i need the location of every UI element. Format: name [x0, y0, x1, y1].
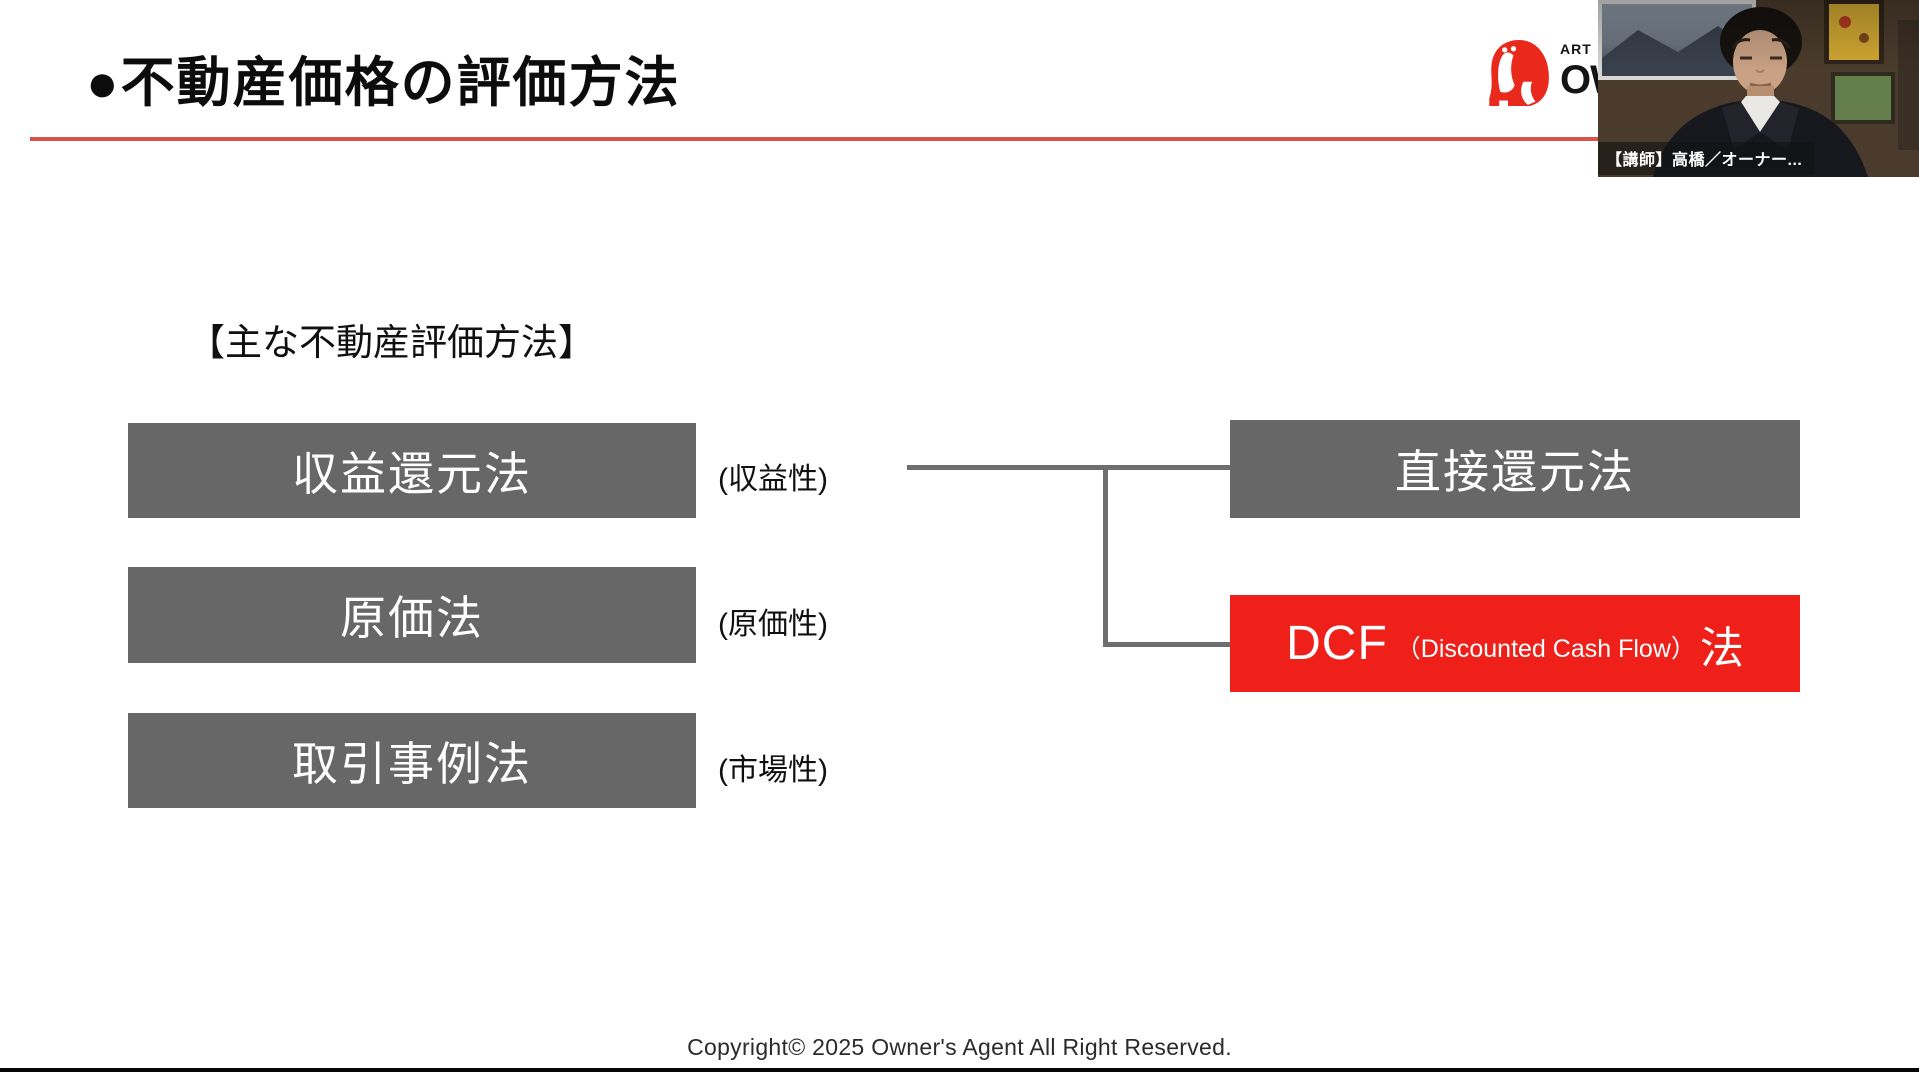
result-box-direct-capitalization: 直接還元法 — [1230, 420, 1800, 518]
method-note-cost: (原価性) — [718, 608, 828, 641]
webcam-video-frame — [1598, 0, 1919, 177]
title-underline — [30, 137, 1598, 141]
dcf-label-main: DCF — [1286, 617, 1388, 670]
method-note-income: (収益性) — [718, 463, 828, 496]
section-subtitle: 【主な不動産評価方法】 — [188, 322, 595, 363]
connector-line-vertical — [1103, 465, 1108, 647]
footer-copyright: Copyright© 2025 Owner's Agent All Right … — [687, 1034, 1232, 1060]
logo-text: ART OW — [1560, 34, 1598, 100]
logo-text-bottom: OW — [1560, 58, 1598, 102]
webcam-overlay[interactable]: 【講師】高橋／オーナー... — [1598, 0, 1919, 177]
method-note-transaction: (市場性) — [718, 754, 828, 787]
gorilla-icon — [1489, 40, 1549, 106]
method-box-income: 収益還元法 — [128, 423, 696, 518]
page-title: ●不動産価格の評価方法 — [86, 53, 681, 113]
brand-logo: ART OW — [1486, 34, 1598, 118]
webcam-speaker-label: 【講師】高橋／オーナー... — [1598, 142, 1815, 175]
dcf-label-sub: （Discounted Cash Flow） — [1395, 634, 1696, 663]
method-box-transaction: 取引事例法 — [128, 713, 696, 808]
logo-text-top: ART — [1560, 41, 1592, 57]
dcf-label-suffix: 法 — [1699, 623, 1744, 673]
bottom-border-line — [0, 1068, 1919, 1072]
connector-line-horizontal-top — [907, 465, 1230, 470]
method-box-cost: 原価法 — [128, 567, 696, 663]
connector-line-horizontal-bottom — [1103, 642, 1230, 647]
result-box-dcf: DCF （Discounted Cash Flow） 法 — [1230, 595, 1800, 692]
